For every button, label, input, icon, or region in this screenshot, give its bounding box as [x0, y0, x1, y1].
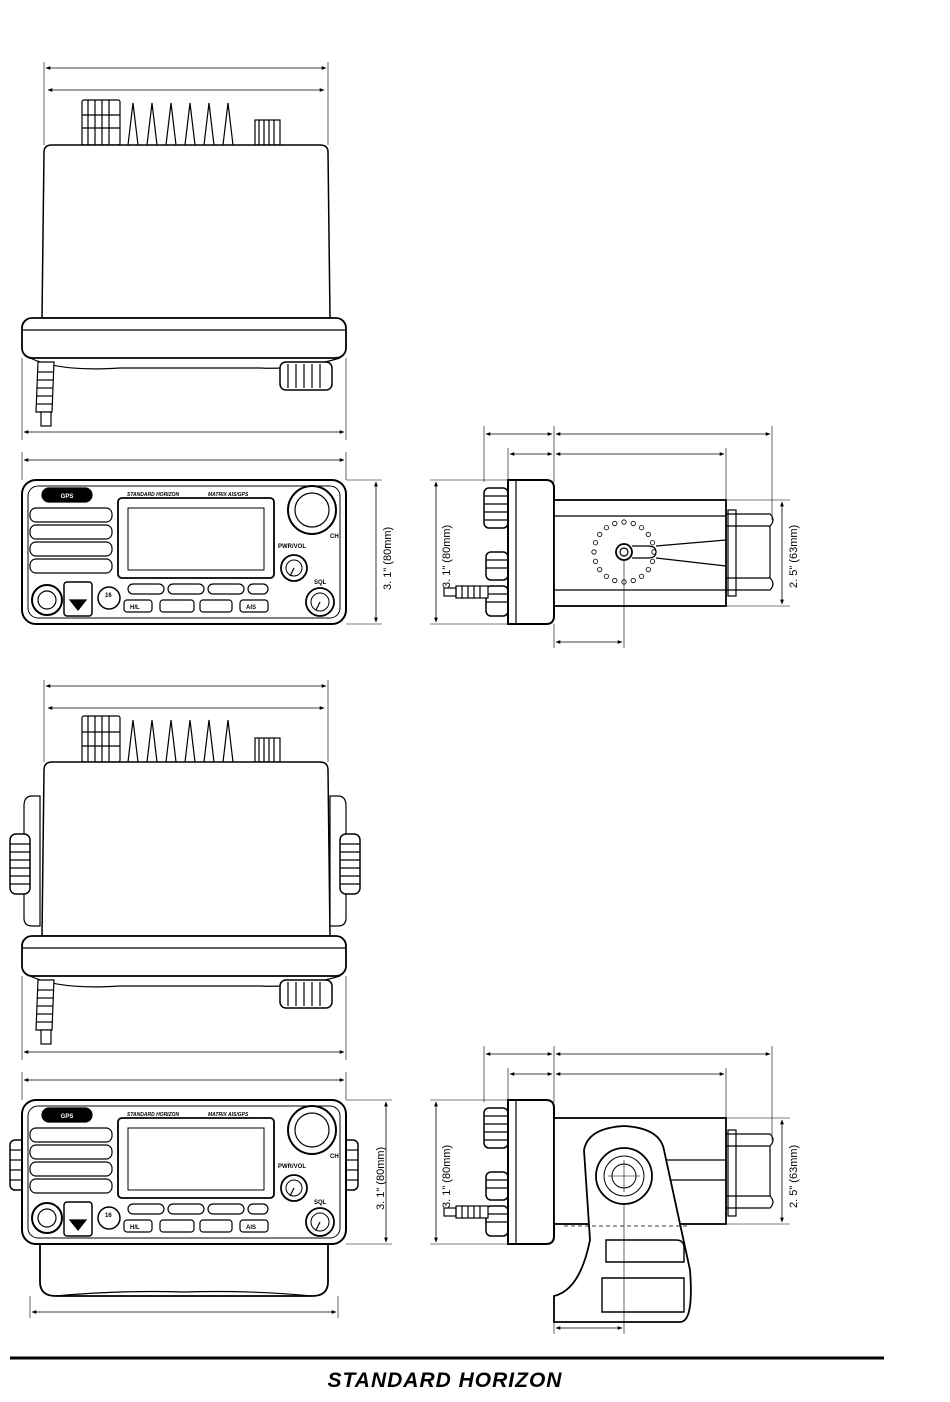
- sixteen-button-label-2: 16: [105, 1213, 112, 1219]
- side-1-depth-dimension: 2. 5" (63mm): [788, 525, 800, 588]
- top-view-1: [22, 62, 346, 440]
- sixteen-button-label: 16: [105, 593, 112, 599]
- side-view-1: [430, 426, 790, 648]
- front-2-height-dimension: 3. 1" (80mm): [375, 1147, 387, 1210]
- front-1-height-dimension: 3. 1" (80mm): [382, 527, 394, 590]
- sql-label-2: SQL: [314, 1200, 327, 1206]
- front-view-2: [10, 1072, 392, 1318]
- hl-button-label: H/L: [130, 605, 140, 611]
- pwr-vol-label-2: PWR/VOL: [278, 1164, 306, 1170]
- model-small-label-2: MATRIX AIS/GPS: [208, 1112, 249, 1118]
- pwr-vol-label: PWR/VOL: [278, 544, 306, 550]
- ais-button-label: AIS: [246, 605, 256, 611]
- footer-brand-logo: STANDARD HORIZON: [328, 1369, 563, 1392]
- brand-small-label: STANDARD HORIZON: [127, 492, 180, 498]
- side-2-height-dimension: 3. 1" (80mm): [441, 1145, 453, 1208]
- ais-button-label-2: AIS: [246, 1225, 256, 1231]
- side-1-height-dimension: 3. 1" (80mm): [441, 525, 453, 588]
- gps-badge-label-2: GPS: [61, 1114, 74, 1120]
- side-2-depth-dimension: 2. 5" (63mm): [788, 1145, 800, 1208]
- ch-label-2: CH: [330, 1154, 339, 1160]
- side-view-2: [430, 1046, 790, 1334]
- top-view-2: [10, 680, 360, 1060]
- sql-label: SQL: [314, 580, 327, 586]
- hl-button-label-2: H/L: [130, 1225, 140, 1231]
- brand-small-label-2: STANDARD HORIZON: [127, 1112, 180, 1118]
- gps-badge-label: GPS: [61, 494, 74, 500]
- model-small-label: MATRIX AIS/GPS: [208, 492, 249, 498]
- ch-label: CH: [330, 534, 339, 540]
- front-view-1: [22, 452, 382, 624]
